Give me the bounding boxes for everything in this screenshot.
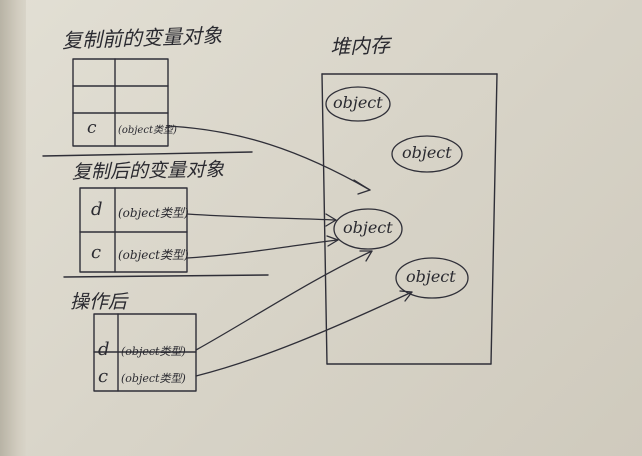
table-before-grid bbox=[72, 58, 169, 147]
heap-object-1-outline bbox=[325, 86, 391, 122]
after-op-label: 操作后 bbox=[70, 291, 128, 313]
heap-object-1: object bbox=[333, 93, 383, 112]
table-after-op-row2-value: (object类型) bbox=[121, 372, 186, 385]
table-before-row3-name: c bbox=[87, 118, 97, 138]
table-after-copy-grid bbox=[79, 187, 188, 273]
table-after-op-row1-name: d bbox=[98, 339, 110, 360]
heap-object-3: object bbox=[343, 218, 393, 237]
after-copy-label: 复制后的变量对象 bbox=[71, 158, 225, 184]
heap-object-4-outline bbox=[395, 257, 469, 299]
heap-object-2: object bbox=[402, 143, 452, 162]
heap-object-2-outline bbox=[391, 135, 463, 173]
table-after-op-grid bbox=[93, 313, 197, 392]
table-after-copy-row2-name: c bbox=[91, 242, 102, 263]
heap-label: 堆内存 bbox=[329, 32, 391, 60]
heap-object-3-outline bbox=[333, 208, 403, 250]
pointer-arrows bbox=[167, 125, 413, 377]
table-after-copy-row1-name: d bbox=[91, 199, 103, 220]
table-after-copy-row1-value: (object类型) bbox=[118, 206, 189, 220]
table-after-copy-row2-value: (object类型) bbox=[118, 248, 189, 262]
table-after-op-row2-name: c bbox=[98, 366, 109, 387]
table-before-row3-value: (object类型) bbox=[118, 125, 177, 136]
before-copy-label: 复制前的变量对象 bbox=[61, 23, 223, 53]
separator-line-1 bbox=[42, 151, 253, 157]
heap-object-4: object bbox=[406, 267, 456, 286]
table-after-op-row1-value: (object类型) bbox=[121, 345, 186, 358]
separator-line-2 bbox=[63, 274, 269, 278]
notebook-binding bbox=[0, 0, 26, 456]
